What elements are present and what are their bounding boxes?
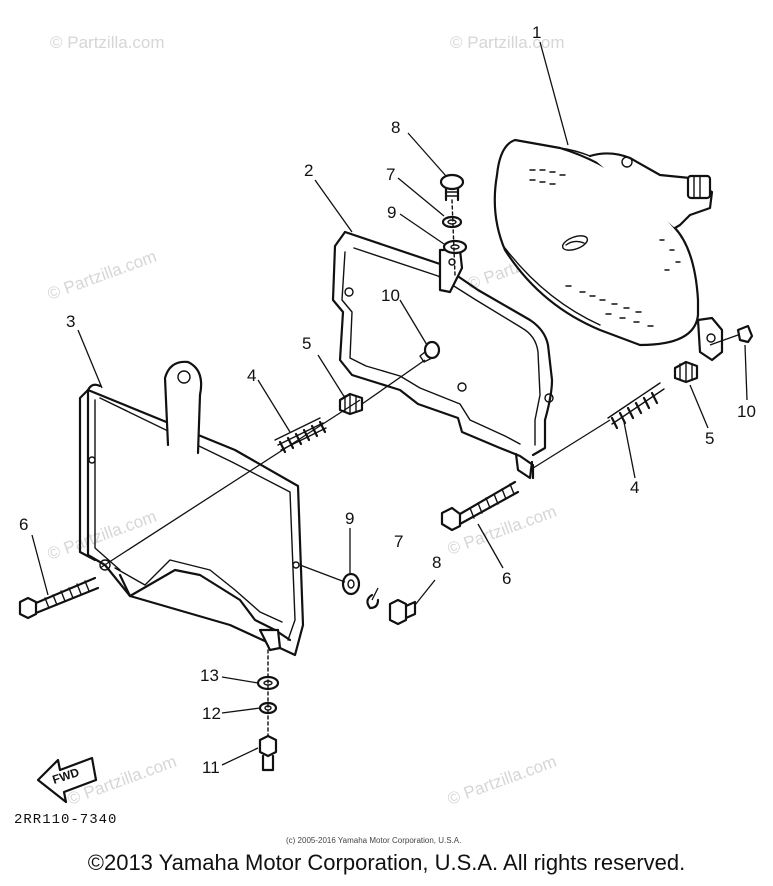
adjusting-screw-right — [440, 480, 520, 532]
callout-2: 2 — [304, 161, 313, 180]
callout-13: 13 — [200, 666, 219, 685]
callout-1: 1 — [532, 23, 541, 42]
callout-10-left: 10 — [381, 286, 400, 305]
assembly-guidelines — [99, 334, 739, 583]
callout-leaders — [31, 41, 748, 766]
small-copyright: (c) 2005-2016 Yamaha Motor Corporation, … — [286, 836, 461, 845]
watermark-5: © Partzilla.com — [45, 507, 159, 564]
callout-8-upper: 8 — [391, 118, 400, 137]
callout-4-left: 4 — [247, 366, 256, 385]
callouts: 1 2 3 4 4 5 5 6 6 7 7 8 8 9 9 10 10 11 1… — [19, 23, 756, 777]
watermarks: © Partzilla.com © Partzilla.com © Partzi… — [45, 33, 579, 809]
callout-7-lower: 7 — [394, 532, 403, 551]
adjusting-spring-right — [607, 382, 665, 430]
callout-9-lower: 9 — [345, 509, 354, 528]
callout-11: 11 — [202, 758, 220, 777]
callout-5-right: 5 — [705, 429, 714, 448]
headlight-rim-frame — [78, 360, 305, 657]
watermark-1: © Partzilla.com — [50, 33, 165, 52]
headlight-unit — [493, 138, 724, 362]
callout-3: 3 — [66, 312, 75, 331]
callout-9-upper: 9 — [387, 203, 396, 222]
watermark-2: © Partzilla.com — [450, 33, 565, 52]
watermark-3: © Partzilla.com — [45, 247, 159, 304]
callout-4-right: 4 — [630, 478, 639, 497]
nut-right — [673, 360, 699, 384]
adjusting-spring-left — [274, 417, 327, 454]
diagram-code: 2RR110-7340 — [14, 812, 117, 828]
upper-fastener-stack — [439, 173, 468, 276]
adjusting-screw-left — [18, 576, 100, 620]
callout-7-upper: 7 — [386, 165, 395, 184]
callout-6-left: 6 — [19, 515, 28, 534]
bottom-fastener-stack — [256, 649, 280, 772]
callout-8-lower: 8 — [432, 553, 441, 572]
copyright-footer: ©2013 Yamaha Motor Corporation, U.S.A. A… — [87, 850, 686, 875]
fwd-arrow: FWD — [36, 756, 98, 804]
callout-5-left: 5 — [302, 334, 311, 353]
watermark-8: © Partzilla.com — [445, 752, 559, 809]
callout-6-right: 6 — [502, 569, 511, 588]
collar-left — [419, 340, 441, 363]
callout-10-right: 10 — [737, 402, 756, 421]
callout-12: 12 — [202, 704, 221, 723]
watermark-6: © Partzilla.com — [445, 502, 559, 559]
lower-fastener-stack — [341, 572, 417, 626]
collar-right — [736, 324, 754, 344]
